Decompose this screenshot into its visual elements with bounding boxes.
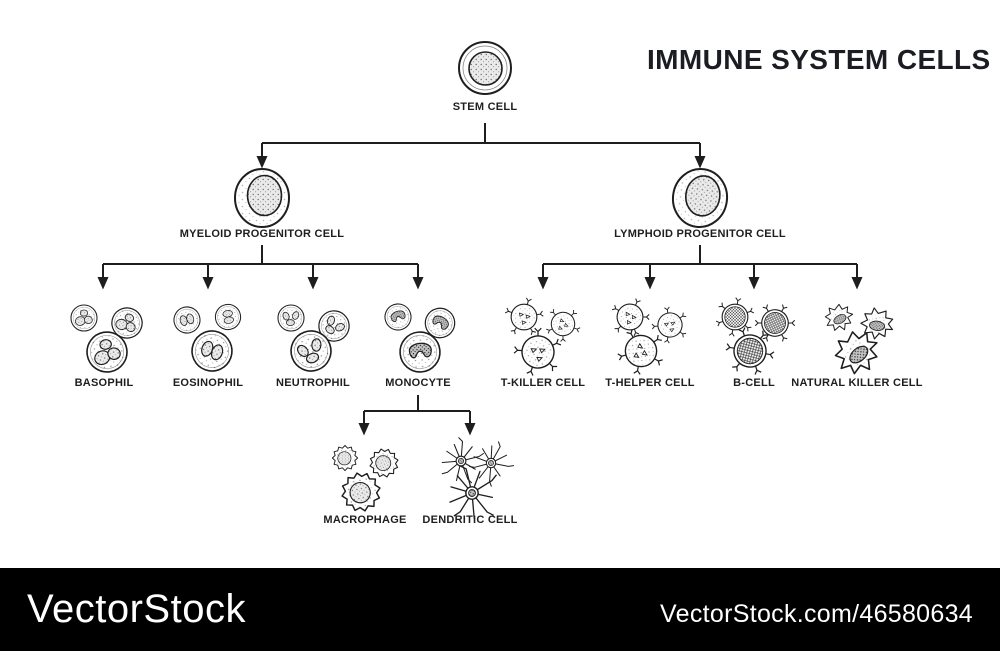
- eosinophil-icon: [170, 301, 244, 378]
- label-macrophage: MACROPHAGE: [323, 514, 407, 526]
- basophil-icon: [70, 302, 148, 376]
- label-neutrophil: NEUTROPHIL: [276, 377, 350, 389]
- label-t-helper-cell: T-HELPER CELL: [605, 377, 695, 389]
- label-natural-killer-cell: NATURAL KILLER CELL: [791, 377, 923, 389]
- label-basophil: BASOPHIL: [74, 377, 134, 389]
- watermark-bar: VectorStock VectorStock.com/46580634: [0, 568, 1000, 651]
- label-dendritic-cell: DENDRITIC CELL: [422, 514, 518, 526]
- label-lymphoid-progenitor: LYMPHOID PROGENITOR CELL: [614, 228, 786, 240]
- label-t-killer-cell: T-KILLER CELL: [500, 377, 586, 389]
- dendritic-cell-icon: [439, 434, 521, 528]
- stem-cell-icon: [458, 41, 512, 95]
- label-myeloid-progenitor: MYELOID PROGENITOR CELL: [179, 228, 345, 240]
- t-killer-cell-icon: [504, 297, 588, 381]
- page-title: IMMUNE SYSTEM CELLS: [647, 44, 991, 75]
- neutrophil-icon: [277, 304, 356, 378]
- watermark-brand: VectorStock: [27, 587, 246, 631]
- natural-killer-cell-icon: [824, 301, 900, 378]
- label-b-cell: B-CELL: [733, 377, 775, 389]
- lymphoid-progenitor-icon: [668, 164, 732, 232]
- macrophage-icon: [331, 444, 403, 516]
- monocyte-icon: [380, 299, 461, 375]
- watermark-credit: VectorStock.com/46580634: [660, 600, 973, 628]
- label-stem-cell: STEM CELL: [452, 101, 518, 113]
- label-monocyte: MONOCYTE: [385, 377, 451, 389]
- b-cell-icon: [715, 297, 801, 385]
- tree-connectors: [97, 123, 863, 436]
- t-helper-cell-icon: [607, 294, 695, 384]
- myeloid-progenitor-icon: [234, 168, 290, 228]
- label-eosinophil: EOSINOPHIL: [172, 377, 244, 389]
